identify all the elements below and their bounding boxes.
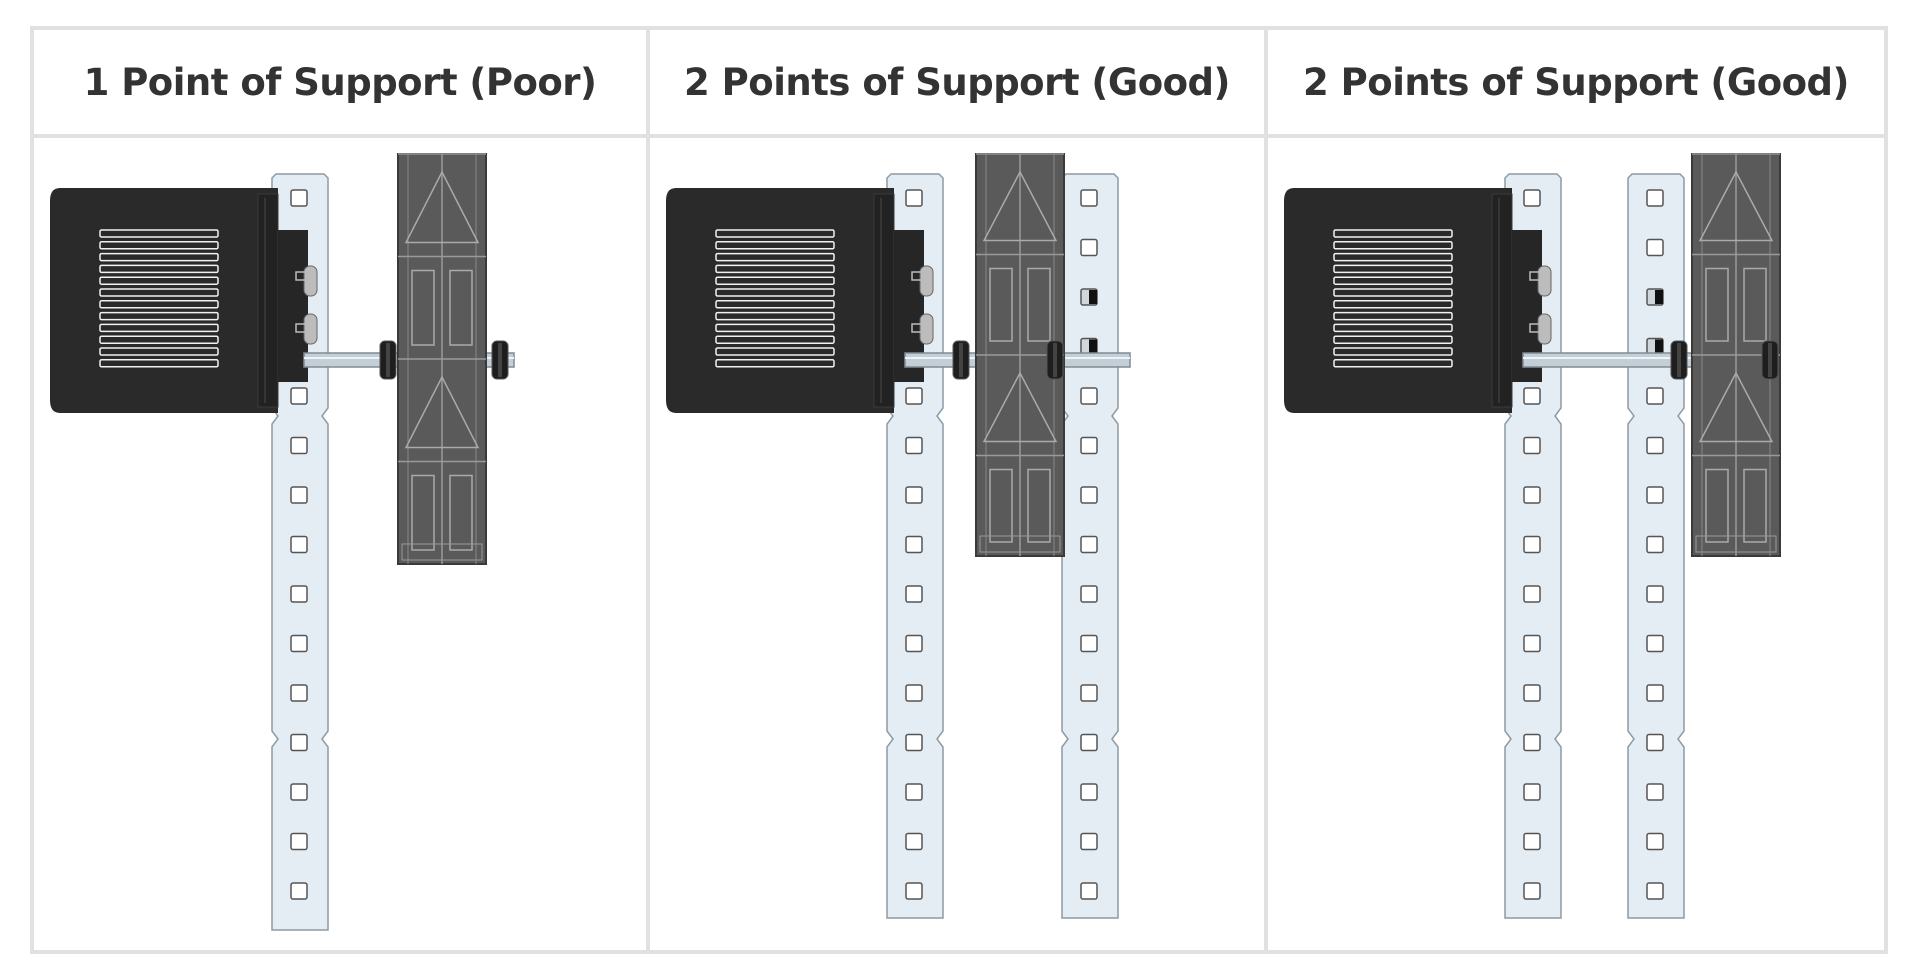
shaft-collar xyxy=(491,340,509,380)
shaft-collar xyxy=(379,340,397,380)
header-divider xyxy=(34,134,1884,138)
support-comparison-table: 1 Point of Support (Poor) 2 Points of Su… xyxy=(30,26,1888,954)
drawing-double-support-wheel-between xyxy=(666,153,1131,919)
wheel xyxy=(397,153,487,565)
column-divider-1 xyxy=(646,30,650,950)
drawing-single-support xyxy=(50,153,515,931)
bar-holes xyxy=(1080,189,1098,900)
motor-vents xyxy=(715,229,835,368)
cell-single-support xyxy=(34,138,646,950)
metal-bar xyxy=(1627,173,1685,919)
column-header-1: 1 Point of Support (Poor) xyxy=(83,60,597,104)
cell-double-support-wheel-outside xyxy=(1268,138,1884,950)
motor xyxy=(666,188,934,413)
drawing-double-support-wheel-outside xyxy=(1284,153,1781,919)
bar-holes xyxy=(1646,189,1664,900)
wheel xyxy=(975,153,1065,557)
wheel-tread xyxy=(1692,153,1780,543)
wheel-tread xyxy=(398,153,486,551)
wheel-tread xyxy=(976,153,1064,543)
motor-vents xyxy=(99,229,219,368)
bar-holes xyxy=(905,189,923,900)
shaft-collar xyxy=(952,340,970,380)
motor-vents xyxy=(1333,229,1453,368)
shaft-collar xyxy=(1761,340,1779,380)
shaft-collar xyxy=(1670,340,1688,380)
motor xyxy=(1284,188,1552,413)
column-divider-2 xyxy=(1264,30,1268,950)
column-header-3: 2 Points of Support (Good) xyxy=(1303,60,1849,104)
column-header-2: 2 Points of Support (Good) xyxy=(684,60,1230,104)
shaft-collar xyxy=(1046,340,1064,380)
cell-double-support-wheel-between xyxy=(650,138,1264,950)
metal-bar xyxy=(1061,173,1119,919)
motor xyxy=(50,188,318,413)
